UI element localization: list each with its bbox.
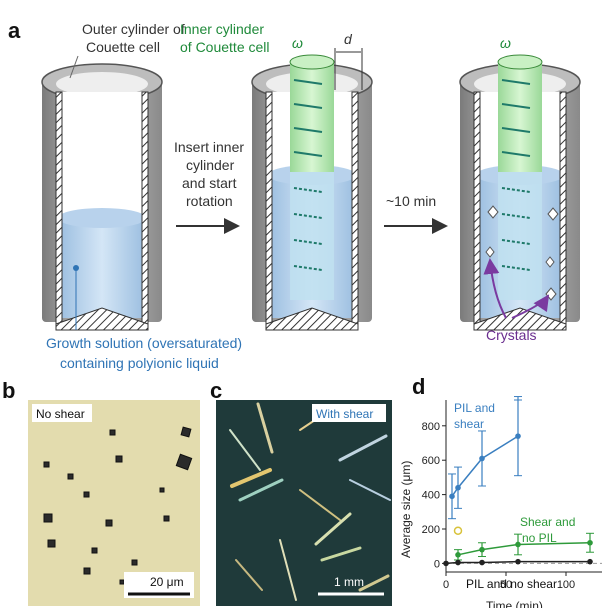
couette-cell-2	[251, 48, 373, 331]
y-axis-label: Average size (μm)	[399, 461, 413, 558]
data-point	[479, 455, 485, 462]
couette-cell-3	[459, 54, 581, 331]
data-point	[455, 559, 461, 566]
data-point	[515, 433, 521, 439]
micrograph-with-shear	[216, 400, 392, 606]
panel-d: d Average size (μm) Time (min) 0 200 400 60…	[399, 374, 602, 613]
label-shear-nopil-1: Shear and	[520, 515, 575, 529]
series-line	[451, 435, 519, 497]
panel-b-letter: b	[2, 378, 15, 403]
outlier-point	[453, 526, 463, 535]
crystal-shapes	[485, 205, 559, 301]
step1-label-2: cylinder	[186, 157, 235, 173]
y-tick-label: 200	[422, 524, 440, 536]
panel-c-letter: c	[210, 378, 222, 403]
y-tick-label: 800	[422, 421, 440, 433]
with-shear-tag: With shear	[316, 407, 373, 421]
scale-label-b: 20 μm	[150, 575, 184, 589]
x-tick-label: 100	[557, 579, 575, 591]
series-line	[457, 542, 591, 556]
data-point	[515, 558, 521, 565]
no-shear-tag: No shear	[36, 407, 85, 421]
solution-surface	[58, 208, 146, 228]
label-pil-noshear: PIL and no shear	[466, 577, 557, 591]
panel-a: a Outer cylinder of Couette cell Growth …	[8, 18, 581, 371]
step2-label: ~10 min	[386, 193, 436, 209]
label-shear-nopil-2: no PIL	[522, 531, 557, 545]
panel-a-letter: a	[8, 18, 21, 43]
data-point	[455, 484, 461, 491]
needle-crystals	[229, 402, 391, 601]
crystals-label: Crystals	[486, 327, 537, 343]
data-point	[449, 493, 455, 500]
y-tick-label: 600	[422, 455, 440, 467]
y-tick-label: 400	[422, 490, 440, 502]
step1-label-4: rotation	[186, 193, 233, 209]
solution-label-1: Growth solution (oversaturated)	[46, 335, 242, 351]
rotation-arrows	[293, 79, 323, 271]
panel-c: c With shear 1 mm	[210, 378, 392, 606]
panel-d-letter: d	[412, 374, 425, 399]
outer-cylinder-label-1: Outer cylinder of	[82, 21, 185, 37]
data-point	[443, 560, 449, 567]
y-tick-label: 0	[434, 558, 440, 570]
inner-cylinder-label-2: of Couette cell	[180, 39, 270, 55]
data-point	[479, 559, 485, 566]
growth-solution	[58, 218, 146, 318]
step1-label-1: Insert inner	[174, 139, 244, 155]
panel-b: b No shear 20 μm	[2, 378, 200, 606]
label-pil-shear-2: shear	[454, 417, 484, 431]
omega-symbol-2: ω	[500, 35, 511, 51]
data-point	[515, 541, 521, 548]
scale-label-c: 1 mm	[334, 575, 364, 589]
step1-label-3: and start	[182, 175, 237, 191]
x-axis-label: Time (min)	[486, 599, 543, 608]
data-point	[479, 546, 485, 553]
omega-symbol-1: ω	[292, 35, 303, 51]
label-pil-shear-1: PIL and	[454, 401, 495, 415]
data-point	[455, 552, 461, 558]
small-crystals	[43, 426, 193, 585]
outer-cylinder-label-2: Couette cell	[86, 39, 160, 55]
data-point	[587, 539, 593, 546]
chart-plot-area: 0 200 400 600 800 0 50 100	[422, 396, 602, 591]
tag-box-c	[312, 404, 386, 422]
x-tick-label: 0	[443, 579, 449, 591]
tag-box-b	[32, 404, 92, 422]
x-tick-label: 50	[500, 579, 512, 591]
inner-cylinder-label-1: Inner cylinder	[180, 21, 264, 37]
solution-label-2: containing polyionic liquid	[60, 355, 219, 371]
couette-cell-1	[41, 55, 163, 331]
data-point	[587, 558, 593, 565]
gap-symbol: d	[344, 31, 353, 47]
